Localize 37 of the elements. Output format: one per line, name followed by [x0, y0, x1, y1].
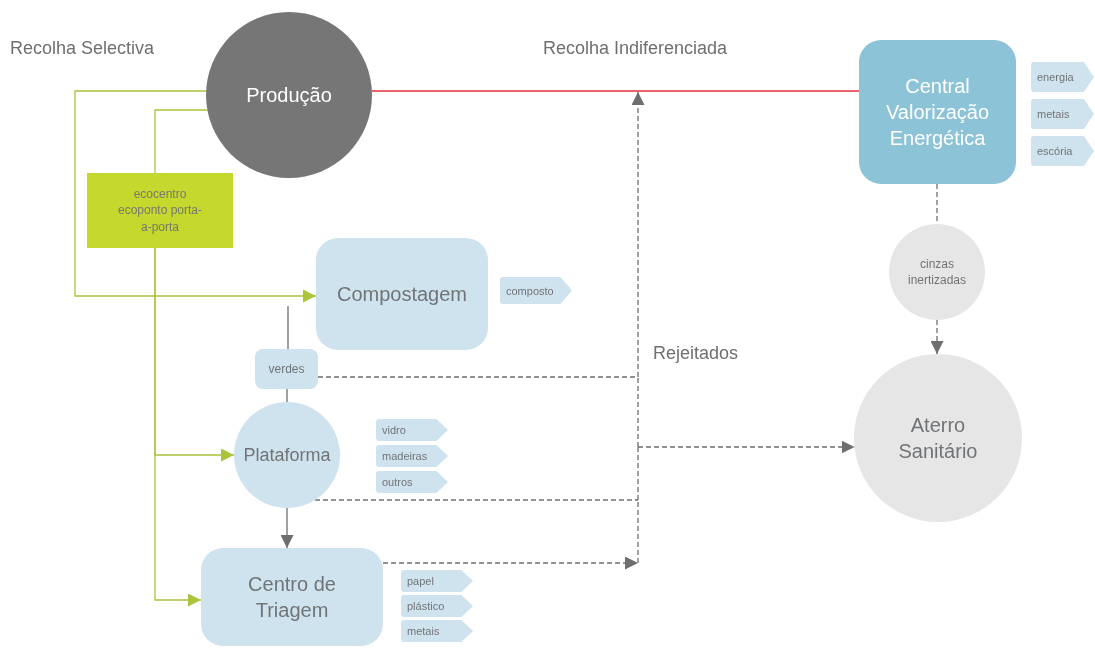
output-tag: composto — [500, 277, 572, 304]
section-heading: Recolha Indiferenciada — [543, 38, 728, 59]
connector-line — [286, 388, 288, 403]
process-box: verdes — [255, 349, 318, 389]
process-box: Central Valorização Energética — [859, 40, 1016, 184]
residue-circle: cinzas inertizadas — [889, 224, 985, 320]
landfill-circle: Aterro Sanitário — [854, 354, 1022, 522]
collection-box: ecocentro ecoponto porta-a-porta — [87, 173, 233, 248]
arrow — [74, 90, 317, 303]
connector-line — [314, 499, 639, 501]
section-heading: Rejeitados — [653, 343, 739, 364]
arrow — [631, 91, 645, 378]
process-circle: Produção — [206, 12, 372, 178]
process-box: Centro de Triagem — [201, 548, 383, 646]
arrow — [280, 507, 294, 549]
section-heading: Recolha Selectiva — [10, 38, 155, 59]
output-tag: vidro — [376, 419, 448, 441]
connector-line — [154, 109, 209, 174]
output-tag: energia — [1031, 62, 1094, 92]
output-tag: escória — [1031, 136, 1094, 166]
connector-line — [287, 305, 289, 350]
arrow — [382, 556, 639, 570]
arrow — [930, 319, 944, 355]
output-tag: papel — [401, 570, 473, 592]
arrow — [154, 247, 202, 607]
connector-line — [637, 446, 639, 501]
output-tag: madeiras — [376, 445, 448, 467]
arrow — [637, 440, 856, 454]
connector-line — [637, 376, 639, 448]
output-tag: outros — [376, 471, 448, 493]
output-tag: metais — [401, 620, 473, 642]
connector-line — [637, 499, 639, 564]
output-tag: metais — [1031, 99, 1094, 129]
connector-line — [371, 90, 860, 92]
output-tag: plástico — [401, 595, 473, 617]
process-box: Compostagem — [316, 238, 488, 350]
process-circle: Plataforma — [234, 402, 340, 508]
